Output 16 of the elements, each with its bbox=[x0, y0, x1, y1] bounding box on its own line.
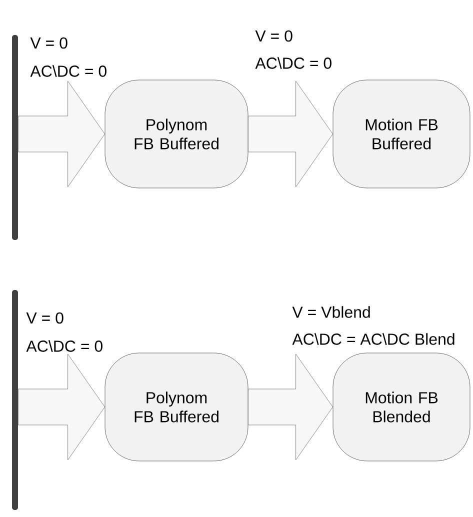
process-box: Motion FB Buffered bbox=[332, 80, 470, 188]
label: AC\DC = 0 bbox=[26, 340, 102, 352]
vertical-bar bbox=[12, 35, 18, 240]
label: AC\DC = 0 bbox=[255, 57, 332, 69]
block-arrow bbox=[18, 80, 105, 188]
block-arrow bbox=[248, 80, 333, 188]
process-box: Polynom FB Buffered bbox=[104, 352, 248, 462]
process-box: Polynom FB Buffered bbox=[104, 80, 248, 188]
vertical-bar bbox=[12, 290, 18, 510]
label: V = 0 bbox=[255, 30, 292, 42]
block-arrow bbox=[18, 354, 105, 460]
block-arrow bbox=[248, 354, 333, 460]
label: AC\DC = 0 bbox=[30, 65, 106, 77]
label: V = Vblend bbox=[292, 306, 370, 318]
label: AC\DC = AC\DC Blend bbox=[292, 333, 454, 345]
process-box: Motion FB Blended bbox=[332, 352, 470, 462]
